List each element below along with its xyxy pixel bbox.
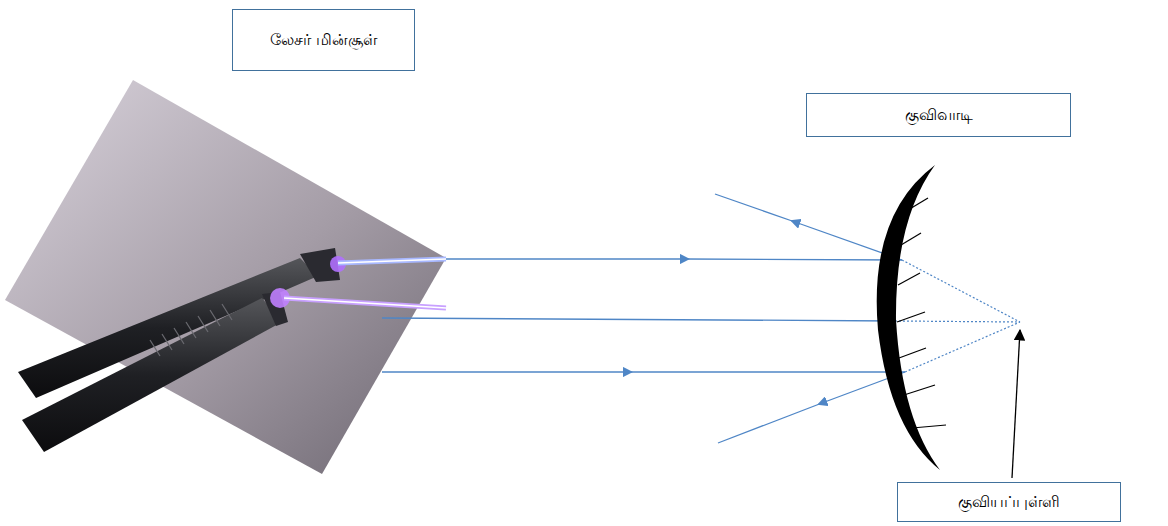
box-label: லேசர் மின்சூள் xyxy=(270,30,377,51)
photo-background xyxy=(5,80,446,474)
mirror-hatching xyxy=(897,198,946,428)
leader-arrow xyxy=(1012,330,1020,478)
label-box: லேசர் மின்சூள் xyxy=(232,9,415,71)
label-box: குவியப்புள்ளி xyxy=(897,482,1121,522)
label-box: குவிவாடி xyxy=(806,93,1071,137)
light-ray xyxy=(382,194,905,443)
convex-mirror xyxy=(877,165,940,470)
laser-pointer xyxy=(18,248,446,452)
box-label: குவியப்புள்ளி xyxy=(958,492,1060,513)
box-label: குவிவாடி xyxy=(905,105,973,126)
virtual-ray xyxy=(895,260,1020,372)
